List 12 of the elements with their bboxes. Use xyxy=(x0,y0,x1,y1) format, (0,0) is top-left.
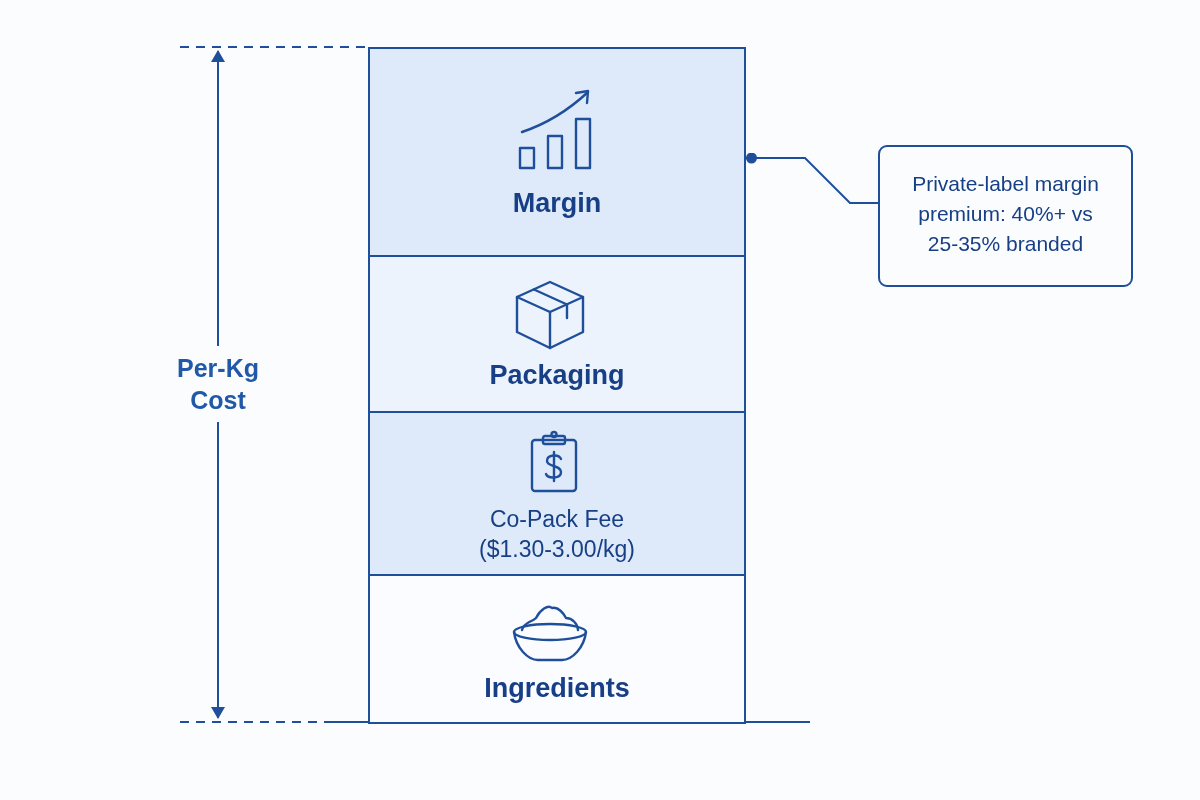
dimension-label: Per-Kg Cost xyxy=(176,353,260,416)
stack-segment xyxy=(368,255,746,413)
segment-label: Co-Pack Fee ($1.30-3.00/kg) xyxy=(478,505,636,564)
callout-text: Private-label margin premium: 40%+ vs 25-35% branded xyxy=(911,171,1100,257)
segment-label: Ingredients xyxy=(483,672,631,705)
stack-segment xyxy=(368,47,746,257)
callout-box xyxy=(878,145,1133,287)
leader-line xyxy=(745,152,879,204)
stack-segment xyxy=(368,574,746,724)
stack-segment xyxy=(368,411,746,576)
segment-label: Margin xyxy=(512,187,602,220)
segment-label: Packaging xyxy=(488,359,626,392)
